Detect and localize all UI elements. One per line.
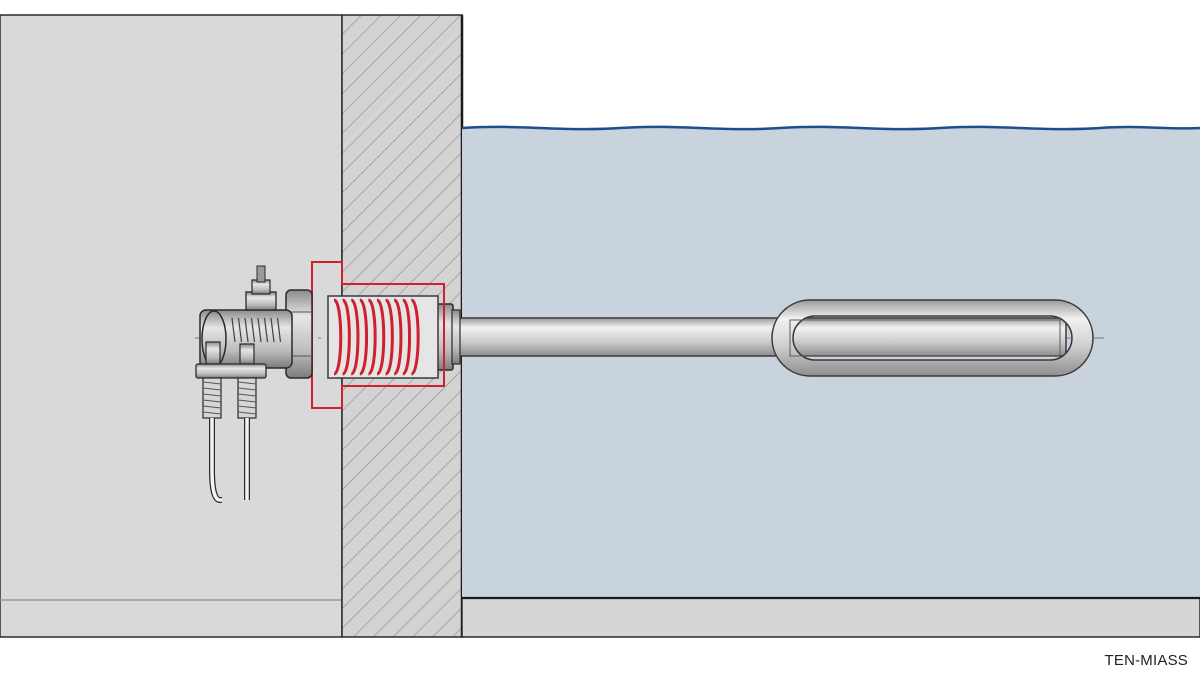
terminal-thread-line — [276, 317, 282, 343]
heating-tube — [445, 317, 1067, 357]
post-thread-line — [237, 405, 257, 409]
terminal-thread-line — [257, 317, 262, 343]
coil-turn — [409, 298, 420, 376]
terminal-thread-line — [270, 317, 275, 343]
threaded-coil-icon — [332, 298, 420, 376]
heating-tube-inner — [789, 319, 1061, 357]
post-thread-line — [237, 399, 257, 403]
terminal-thread-line — [237, 317, 243, 343]
wire-pair-icon — [209, 418, 250, 503]
post-thread-line — [202, 405, 222, 409]
terminal-thread-line — [263, 317, 269, 343]
watermark-text: TEN-MIASS — [1104, 652, 1188, 669]
tank-floor — [461, 597, 1200, 638]
coil-turn — [401, 298, 412, 376]
wall-flange-ring — [451, 309, 461, 365]
terminal-block-icon — [195, 265, 293, 419]
post-thread-line — [202, 399, 222, 403]
coil-turn — [366, 298, 377, 376]
highlight-outline — [311, 261, 445, 409]
post-thread-line — [202, 411, 222, 415]
terminal-thread-line — [244, 317, 249, 343]
post-thread-line — [237, 387, 257, 391]
heating-tube-loop — [771, 299, 1094, 377]
post-thread-line — [237, 411, 257, 415]
terminal-thread-line — [250, 317, 256, 343]
water-surface-line — [461, 125, 1200, 131]
post-thread-line — [202, 381, 222, 385]
post-thread-line — [237, 393, 257, 397]
coil-turn — [392, 298, 403, 376]
coil-turn — [358, 298, 369, 376]
terminal-thread-line — [231, 317, 236, 343]
coil-turn — [349, 298, 360, 376]
post-thread-line — [202, 387, 222, 391]
coil-turn — [341, 298, 351, 376]
coil-turn — [332, 298, 343, 376]
post-thread-line — [202, 393, 222, 397]
coil-turn — [384, 298, 394, 376]
post-thread-line — [237, 381, 257, 385]
coil-turn — [375, 298, 386, 376]
